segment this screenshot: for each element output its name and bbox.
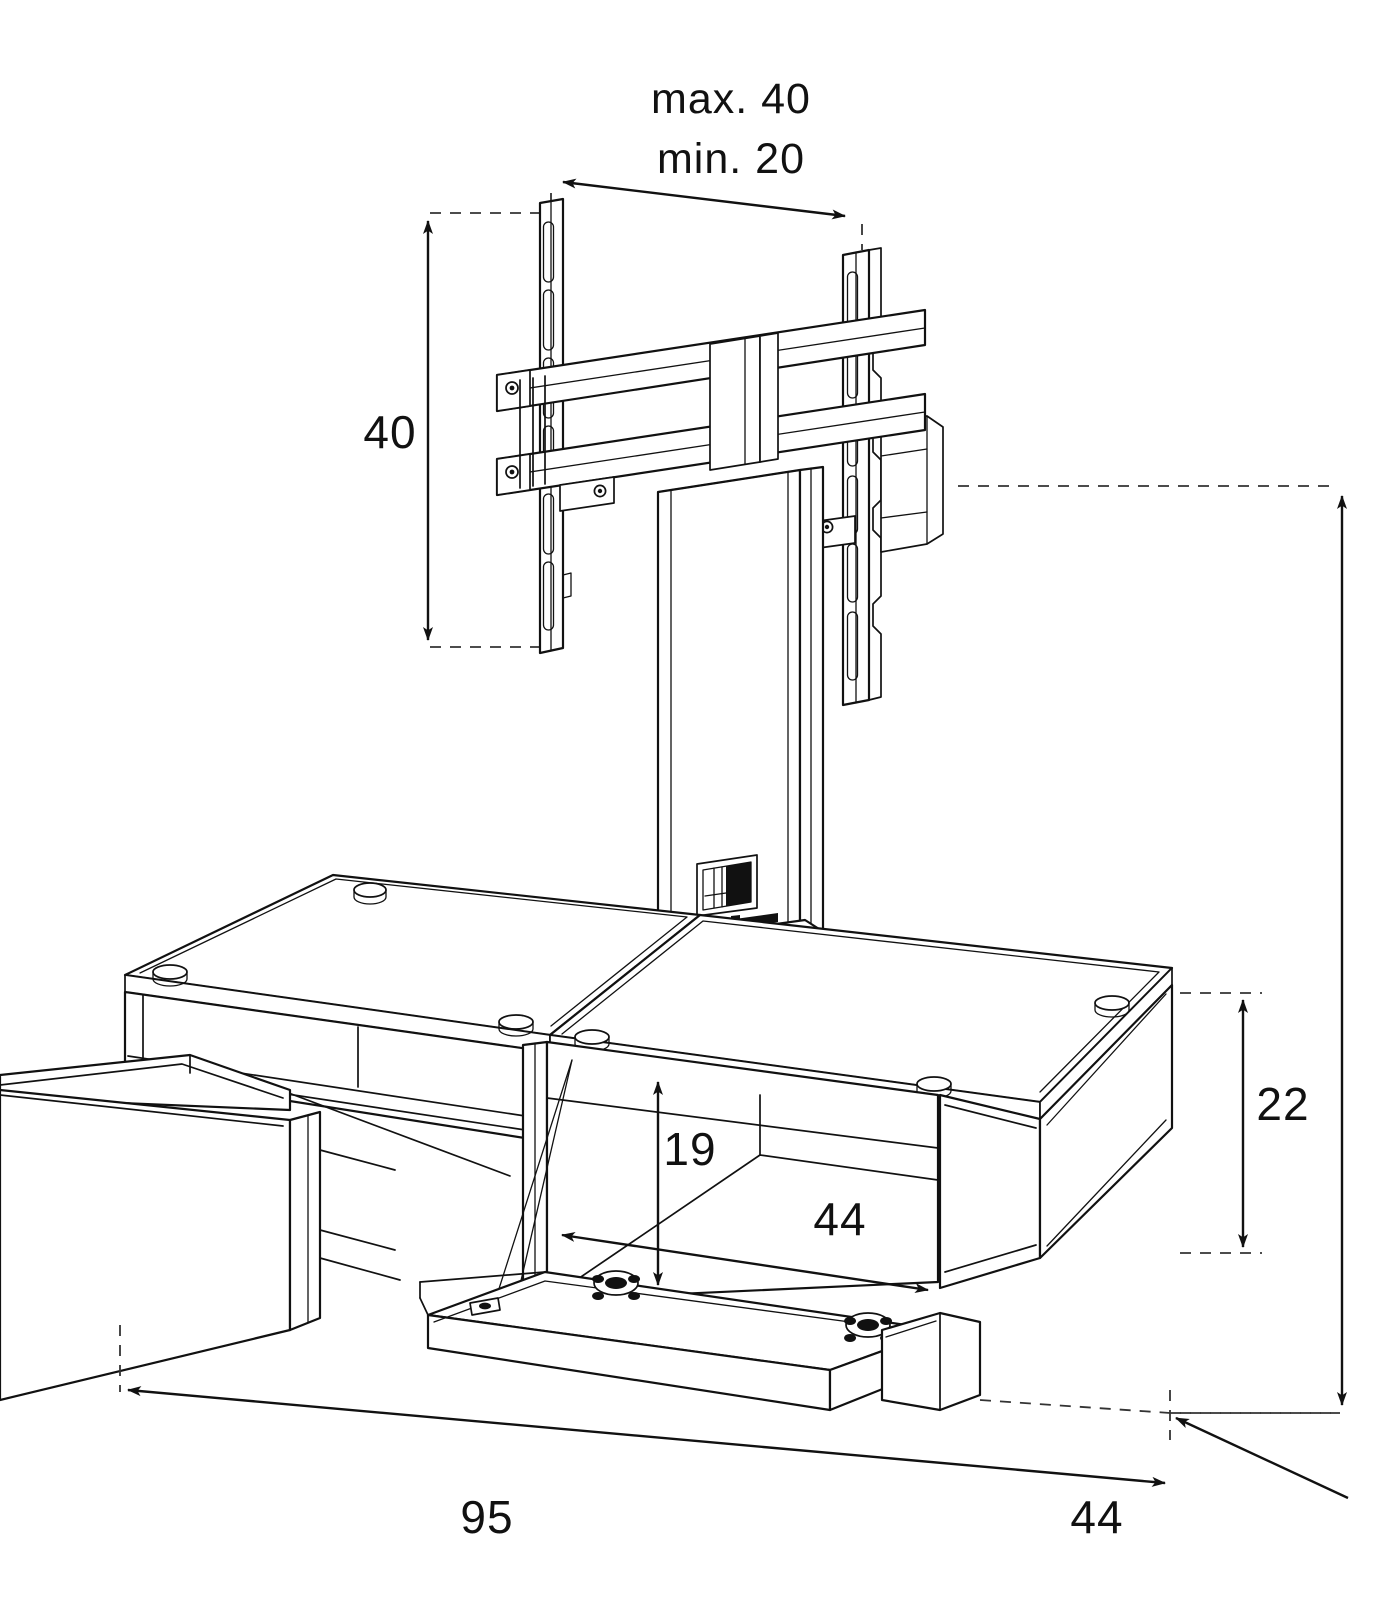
support-column <box>656 465 825 961</box>
bracket-width-dimension <box>550 178 863 250</box>
bracket-width-min-label: min. 20 <box>657 135 805 183</box>
bumper-pad <box>916 1076 952 1092</box>
foot-extension-dashed <box>979 1399 1171 1414</box>
base-panel <box>426 1270 942 1412</box>
overall-depth-dimension <box>1170 1412 1349 1500</box>
cabinet-height-label: 22 <box>1256 1078 1309 1130</box>
inner-depth-label: 44 <box>813 1193 866 1245</box>
overall-height-dimension <box>1180 495 1347 1414</box>
bumper-pad <box>1094 995 1130 1011</box>
base-screw-plate <box>469 1297 501 1316</box>
bumper-pad <box>498 1014 534 1030</box>
crossbar-center-plate <box>709 332 779 471</box>
bumper-pad <box>353 882 387 898</box>
base-edge <box>419 1271 546 1283</box>
bracket-height-label: 40 <box>363 406 416 458</box>
cam-lock-fitting <box>844 1312 893 1342</box>
left-crossbar-connector <box>519 375 546 489</box>
overall-depth-label: 44 <box>1070 1491 1123 1543</box>
cabinet-height-dimension <box>1180 992 1262 1254</box>
base-edge-3 <box>419 1297 429 1316</box>
left-vesa-rail <box>538 197 572 655</box>
lower-crossbar-bolt-tab <box>559 476 615 512</box>
pull-out-drawer <box>0 1053 401 1402</box>
cam-lock-fitting <box>592 1270 641 1300</box>
bumper-pad <box>152 964 188 980</box>
cable-management-port <box>696 854 758 917</box>
right-bracket-cap <box>880 415 944 553</box>
cable-line-2 <box>519 1059 573 1286</box>
bracket-height-dimension <box>423 212 540 648</box>
inner-depth-dimension <box>561 1231 929 1294</box>
shelf-height-label: 19 <box>663 1123 716 1175</box>
overall-width-label: 95 <box>460 1491 513 1543</box>
cabinet-foot <box>880 1311 982 1412</box>
bracket-width-max-label: max. 40 <box>651 75 811 123</box>
bumper-pad <box>574 1029 610 1045</box>
overall-width-dimension <box>119 1325 1171 1487</box>
